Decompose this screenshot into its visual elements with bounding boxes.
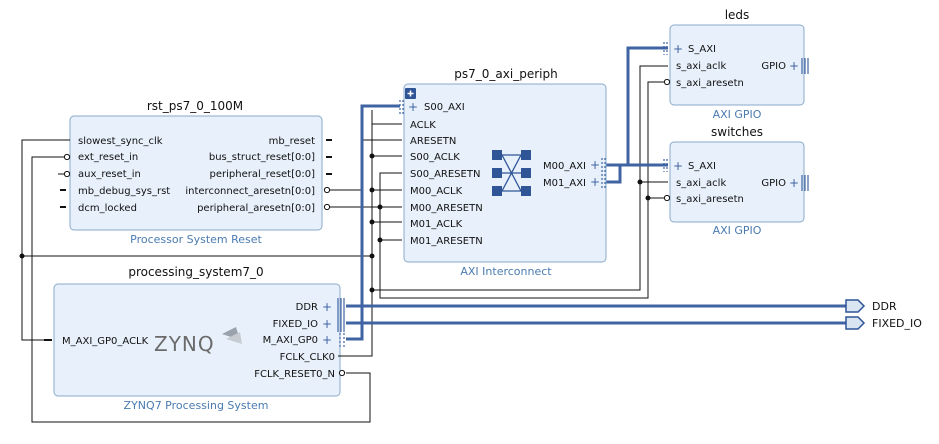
pin-label: M_AXI_GP0 <box>263 335 318 346</box>
pin-label: s_axi_aclk <box>676 178 726 189</box>
pin-stubs: + + <box>663 42 809 86</box>
pin-label: GPIO <box>761 178 786 189</box>
block-body[interactable] <box>69 115 323 231</box>
pin-label: bus_struct_reset[0:0] <box>209 152 315 163</box>
block-title: ps7_0_axi_periph <box>454 67 557 81</box>
pin-label: dcm_locked <box>78 203 137 214</box>
block-subtitle: AXI GPIO <box>713 224 762 237</box>
left-pins: S00_AXI ACLK ARESETN S00_ACLK S00_ARESET… <box>410 102 483 247</box>
wire-fclk-clk0[interactable] <box>21 65 668 357</box>
pin-stubs: + + + <box>44 298 346 377</box>
pin-label: ACLK <box>410 120 436 131</box>
svg-text:+: + <box>590 158 600 172</box>
pin-label: M01_ARESETN <box>410 236 483 247</box>
pin-label: s_axi_aresetn <box>676 78 744 89</box>
block-body[interactable] <box>669 141 805 223</box>
svg-text:+: + <box>590 175 600 189</box>
pin-label: M01_AXI <box>543 178 586 189</box>
junction-dots <box>19 153 651 293</box>
port-arrow-icon <box>845 299 866 313</box>
pin-stubs <box>58 139 332 211</box>
bus-m-axi-gp0[interactable] <box>346 104 400 341</box>
buses <box>346 46 846 341</box>
pin-label: M_AXI_GP0_ACLK <box>62 336 149 347</box>
block-processing-system7[interactable]: processing_system7_0 ZYNQ7 Processing Sy… <box>44 265 346 412</box>
block-leds[interactable]: leds AXI GPIO S_AXI s_axi_aclk s_axi_are… <box>663 8 809 121</box>
block-title: switches <box>711 125 763 139</box>
port-ddr[interactable]: DDR <box>845 299 897 313</box>
port-label: DDR <box>872 300 897 313</box>
pin-stubs: + + <box>663 159 809 202</box>
block-subtitle: AXI Interconnect <box>460 265 552 278</box>
crossbar-icon <box>492 150 531 196</box>
port-label: FIXED_IO <box>872 317 922 330</box>
block-rst-ps7[interactable]: rst_ps7_0_100M Processor System Reset sl… <box>58 99 332 246</box>
svg-text:+: + <box>673 159 683 173</box>
bus-m00-axi[interactable] <box>604 46 668 167</box>
pin-label: peripheral_aresetn[0:0] <box>197 203 315 214</box>
right-pins: DDR FIXED_IO M_AXI_GP0 FCLK_CLK0 FCLK_RE… <box>254 302 335 380</box>
block-switches[interactable]: switches AXI GPIO S_AXI s_axi_aclk s_axi… <box>663 125 809 237</box>
svg-text:+: + <box>322 317 332 331</box>
pin-label: s_axi_aclk <box>676 61 726 72</box>
pin-label: mb_debug_sys_rst <box>78 186 170 197</box>
right-pins: mb_reset bus_struct_reset[0:0] periphera… <box>185 136 315 214</box>
wire-interconnect-aresetn[interactable] <box>326 139 402 191</box>
pin-label: FCLK_RESET0_N <box>254 369 335 380</box>
pin-label: S00_ACLK <box>410 152 460 163</box>
block-body[interactable] <box>669 24 805 106</box>
pin-label: M00_ACLK <box>410 186 463 197</box>
block-title: rst_ps7_0_100M <box>147 99 243 113</box>
svg-text:+: + <box>673 42 683 56</box>
block-title: leds <box>725 8 750 22</box>
block-subtitle: AXI GPIO <box>713 108 762 121</box>
pin-label: S00_ARESETN <box>410 169 480 180</box>
pin-label: FCLK_CLK0 <box>280 352 335 363</box>
port-arrow-icon <box>845 316 866 330</box>
pin-label: ext_reset_in <box>78 152 138 163</box>
svg-text:+: + <box>322 300 332 314</box>
pin-label: ARESETN <box>410 136 456 147</box>
pin-label: S_AXI <box>688 44 716 55</box>
bus-m01-axi[interactable] <box>604 163 668 184</box>
pin-label: M01_ACLK <box>410 219 463 230</box>
port-fixed-io[interactable]: FIXED_IO <box>845 316 922 330</box>
pin-label: S00_AXI <box>424 102 465 113</box>
pin-label: mb_reset <box>269 136 315 147</box>
block-body[interactable] <box>53 283 341 397</box>
wire-fclk-reset0-n[interactable] <box>31 156 371 423</box>
pin-label: M00_AXI <box>543 161 586 172</box>
pin-label: slowest_sync_clk <box>78 136 163 147</box>
pin-label: aux_reset_in <box>78 169 141 180</box>
svg-text:+: + <box>789 176 799 190</box>
block-subtitle: ZYNQ7 Processing System <box>124 399 269 412</box>
left-pins: slowest_sync_clk ext_reset_in aux_reset_… <box>78 136 170 214</box>
pin-label: s_axi_aresetn <box>676 194 744 205</box>
block-subtitle: Processor System Reset <box>130 233 262 246</box>
pin-label: peripheral_reset[0:0] <box>210 169 316 180</box>
pin-label: interconnect_aresetn[0:0] <box>185 186 315 197</box>
right-pins: M00_AXI M01_AXI <box>543 161 586 189</box>
block-axi-interconnect[interactable]: ps7_0_axi_periph AXI Interconnect S00_AX… <box>399 67 607 278</box>
block-title: processing_system7_0 <box>128 265 263 279</box>
svg-text:+: + <box>322 333 332 347</box>
pin-stubs: + + + <box>399 100 606 189</box>
pin-label: M00_ARESETN <box>410 203 483 214</box>
collapse-button[interactable] <box>405 88 416 99</box>
pin-label: FIXED_IO <box>273 319 319 330</box>
pin-label: DDR <box>296 302 318 313</box>
pin-label: S_AXI <box>688 161 716 172</box>
zynq-logo: ZYNQ <box>154 327 242 356</box>
zynq-logo-text: ZYNQ <box>154 332 215 356</box>
svg-text:+: + <box>789 59 799 73</box>
pin-label: GPIO <box>761 61 786 72</box>
svg-text:+: + <box>408 100 418 114</box>
